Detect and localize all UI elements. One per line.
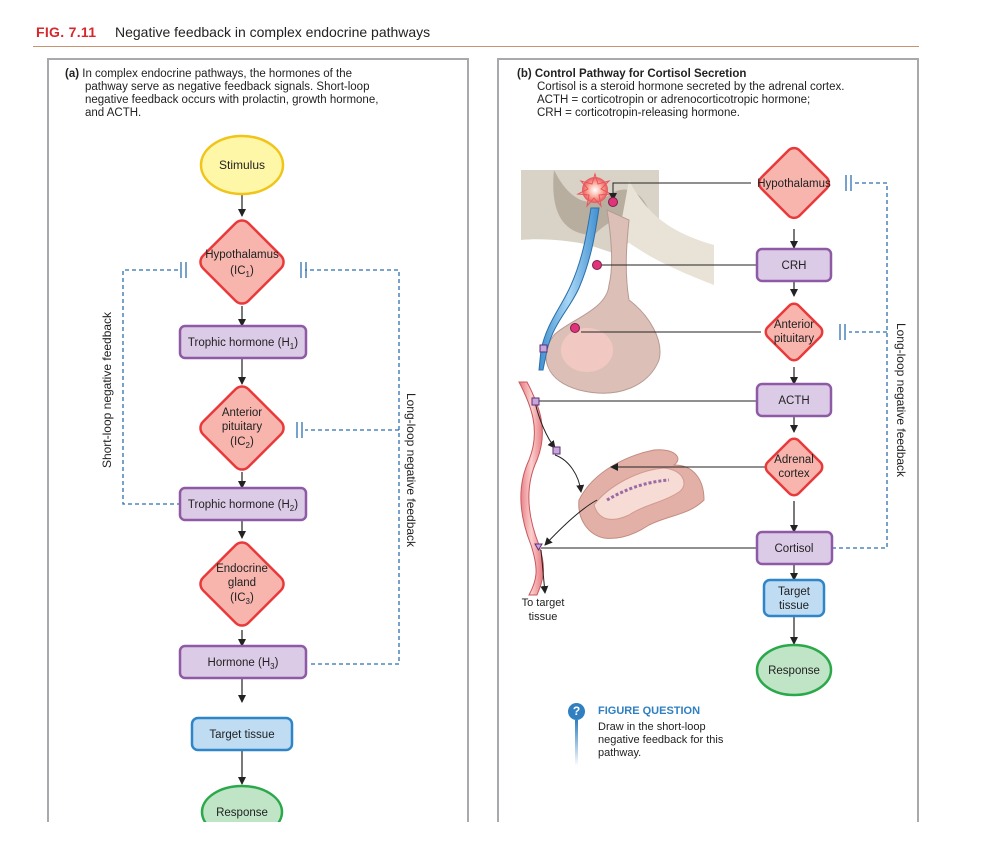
long-loop-label-b: Long-loop negative feedback [894, 323, 908, 478]
panel-b-caption: (b) Control Pathway for Cortisol Secreti… [517, 68, 912, 120]
figure-title: Negative feedback in complex endocrine p… [115, 24, 431, 40]
adrenal-gland-illustration [578, 449, 705, 539]
adrenal-cortex-label: cortex [778, 468, 810, 480]
question-icon: ? [568, 703, 585, 720]
anterior-pituitary-label-b: Anterior [774, 319, 814, 331]
acth-marker [552, 446, 561, 455]
anterior-pituitary-code: (IC2) [230, 436, 254, 450]
long-loop-feedback-path-b [832, 175, 888, 549]
trophic-hormone-h2-node [178, 486, 308, 522]
panel-a-caption: (a) In complex endocrine pathways, the h… [65, 68, 455, 120]
anterior-pituitary-label-b: pituitary [774, 333, 815, 345]
anterior-pituitary-label: pituitary [222, 421, 263, 433]
endocrine-gland-node [199, 541, 285, 627]
acth-label: ACTH [778, 395, 809, 407]
hypothalamus-node-b [757, 146, 831, 220]
hypothalamus-label: Hypothalamus [205, 249, 279, 261]
adrenal-cortex-node [764, 437, 824, 497]
cortisol-marker [534, 543, 543, 551]
trophic-hormone-h2-label: Trophic hormone (H2) [188, 499, 298, 513]
to-target-label: tissue [529, 611, 558, 623]
crh-node [755, 247, 833, 283]
response-label: Response [216, 807, 268, 819]
adrenal-cortex-label: Adrenal [774, 454, 814, 466]
hypothalamus-label-b: Hypothalamus [757, 178, 831, 190]
panel-b: (b) Control Pathway for Cortisol Secreti… [497, 58, 919, 822]
target-tissue-label: Target tissue [209, 729, 274, 741]
panel-a-caption-line: and ACTH. [85, 107, 142, 119]
long-loop-feedback-path [296, 262, 400, 665]
leader-lines [534, 182, 769, 594]
acth-node [755, 382, 833, 418]
long-loop-label-a: Long-loop negative feedback [404, 393, 418, 548]
stimulus-label: Stimulus [219, 158, 265, 172]
endocrine-gland-label: Endocrine [216, 563, 268, 575]
question-accent-bar [575, 720, 578, 766]
panel-b-caption-line: ACTH = corticotropin or adrenocorticotro… [537, 94, 811, 106]
panel-b-caption-line: Cortisol is a steroid hormone secreted b… [537, 81, 845, 93]
acth-marker [531, 397, 540, 406]
cortisol-label: Cortisol [775, 543, 814, 555]
hypothalamus-node [199, 219, 285, 305]
panel-a-flowchart: Short-loop negative feedback Long-loop n… [100, 134, 418, 822]
pituitary-marker [570, 323, 580, 333]
crh-release-marker [608, 197, 618, 207]
short-loop-label: Short-loop negative feedback [100, 311, 114, 468]
target-tissue-node [190, 716, 294, 752]
endocrine-gland-label: gland [228, 577, 256, 589]
target-tissue-label-b: Target [778, 586, 811, 598]
panel-a-caption-line: pathway serve as negative feedback signa… [85, 81, 370, 93]
blood-vessel-illustration [518, 381, 544, 596]
response-node [200, 784, 284, 822]
brain-anatomy-illustration [521, 170, 714, 394]
to-target-label: To target [522, 597, 565, 609]
figure-question-text: Draw in the short-loop negative feedback… [598, 721, 724, 759]
panel-b-caption-title: (b) Control Pathway for Cortisol Secreti… [517, 68, 747, 80]
endocrine-gland-code: (IC3) [230, 592, 254, 606]
hormone-h3-label: Hormone (H3) [208, 657, 279, 671]
panel-a-tag: (a) [65, 68, 80, 80]
target-tissue-node-b [762, 578, 826, 618]
stimulus-node [199, 134, 285, 196]
hormone-h3-node [178, 644, 308, 680]
crh-marker [592, 260, 602, 270]
anterior-pituitary-node-b [764, 302, 824, 362]
figure-question-title: FIGURE QUESTION [598, 705, 701, 717]
anterior-pituitary-label: Anterior [222, 407, 262, 419]
figure-header: FIG. 7.11 Negative feedback in complex e… [33, 22, 919, 47]
target-tissue-label-b: tissue [779, 600, 809, 612]
panel-b-caption-line: CRH = corticotropin-releasing hormone. [537, 107, 740, 119]
panel-a: (a) In complex endocrine pathways, the h… [47, 58, 469, 822]
hypothalamus-code: (IC1) [230, 265, 254, 279]
figure-number: FIG. 7.11 [36, 24, 97, 40]
cortisol-node [755, 530, 834, 566]
crh-label: CRH [782, 260, 807, 272]
short-loop-feedback-path [122, 262, 187, 505]
acth-marker [539, 344, 548, 353]
panel-a-caption-line: negative feedback occurs with prolactin,… [85, 94, 379, 106]
trophic-hormone-h1-node [178, 324, 308, 360]
response-node-b [755, 643, 833, 697]
trophic-hormone-h1-label: Trophic hormone (H1) [188, 337, 298, 351]
response-label-b: Response [768, 665, 820, 677]
panel-b-diagram: Long-loop negative feedback To target ti… [518, 146, 908, 697]
panel-a-caption-line: In complex endocrine pathways, the hormo… [82, 68, 353, 80]
anterior-pituitary-node [199, 385, 285, 471]
